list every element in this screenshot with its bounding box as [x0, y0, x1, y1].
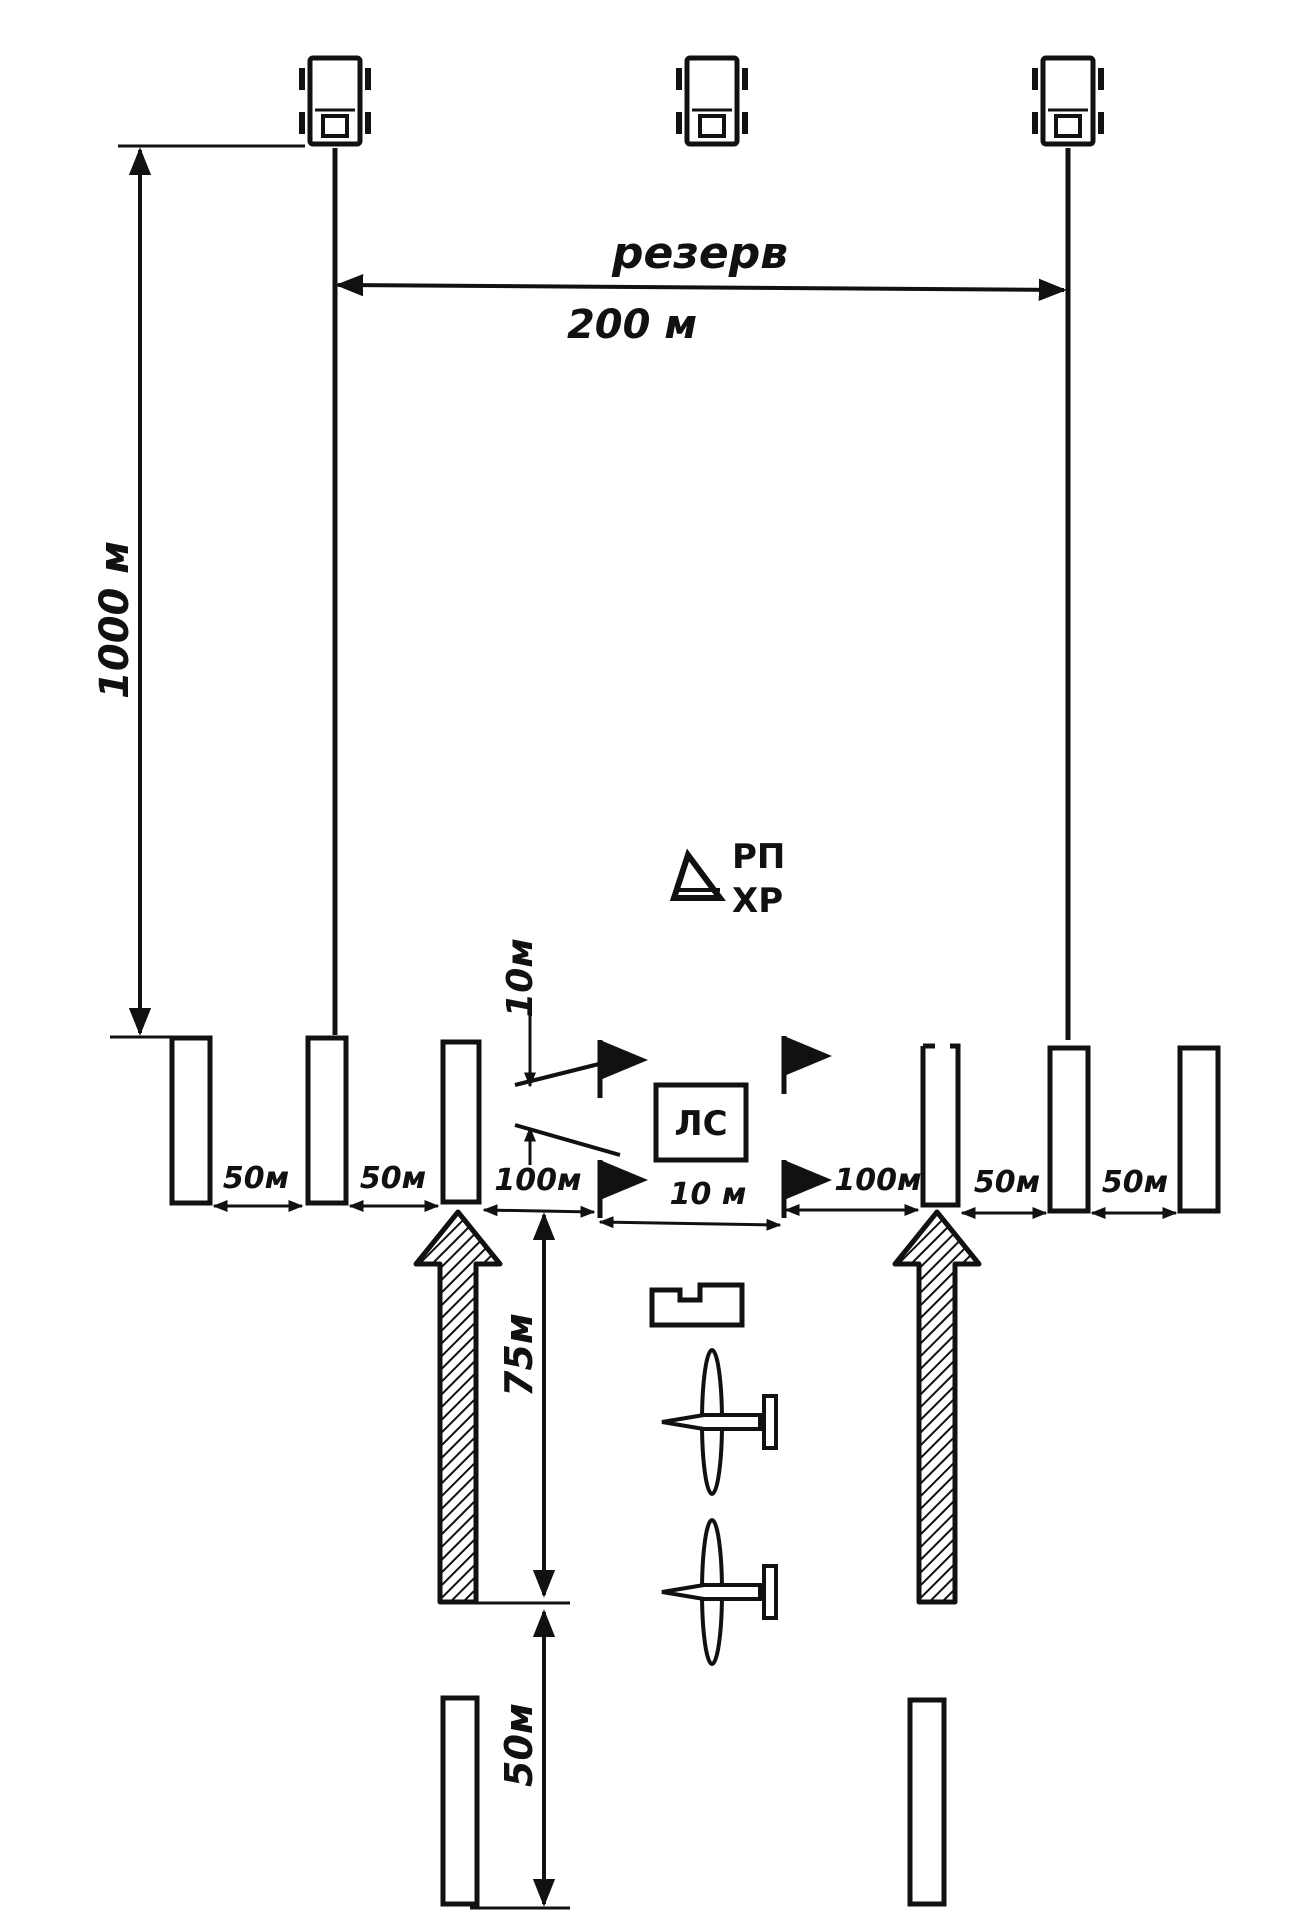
label-10m-between-flags: 10 м — [670, 1177, 747, 1212]
bottom-post-left — [440, 1695, 480, 1907]
flag-top-right-icon — [784, 1036, 832, 1094]
flag-bottom-left-icon — [600, 1160, 648, 1218]
dim-arrow-100m-left — [482, 1204, 596, 1218]
label-75m: 75м — [497, 1313, 541, 1397]
glider-1-icon — [660, 1348, 778, 1496]
start-post-5 — [1047, 1045, 1091, 1214]
label-reserve: резерв — [611, 228, 788, 279]
start-post-3 — [440, 1039, 482, 1205]
label-50m-2: 50м — [360, 1161, 426, 1196]
label-hr: ХР — [732, 881, 783, 921]
winch-block — [649, 1282, 745, 1328]
start-post-6 — [1177, 1045, 1221, 1214]
label-50m-3: 50м — [974, 1165, 1040, 1200]
flag-top-left-icon — [600, 1040, 648, 1098]
dim-arrow-10m — [598, 1216, 782, 1231]
label-200m: 200 м — [567, 302, 697, 348]
vehicle-truck-center-icon — [676, 58, 748, 144]
vehicle-truck-right-icon — [1032, 58, 1104, 144]
label-50m-4: 50м — [1102, 1165, 1168, 1200]
start-post-4 — [920, 1043, 961, 1208]
bottom-post-right — [907, 1697, 947, 1907]
start-post-1 — [169, 1035, 213, 1206]
start-post-2 — [305, 1035, 349, 1206]
label-ls: ЛС — [674, 1104, 727, 1144]
triangle-marker-icon — [669, 848, 726, 901]
direction-arrow-right-icon — [895, 1212, 979, 1602]
label-rp: РП — [732, 837, 785, 877]
direction-arrow-left-icon — [416, 1212, 500, 1602]
label-50m-bottom: 50м — [497, 1703, 541, 1787]
ls-box — [653, 1082, 749, 1163]
label-50m-1: 50м — [223, 1161, 289, 1196]
dim-arrow-200m — [335, 273, 1067, 302]
line-launch-bottom — [514, 1123, 621, 1157]
label-1000m: 1000 м — [92, 541, 138, 699]
label-100m-left: 100м — [494, 1163, 581, 1198]
vehicle-truck-left-icon — [299, 58, 371, 144]
glider-2-icon — [660, 1518, 778, 1666]
label-10m-vertical: 10м — [500, 938, 541, 1018]
label-100m-right: 100м — [834, 1163, 921, 1198]
